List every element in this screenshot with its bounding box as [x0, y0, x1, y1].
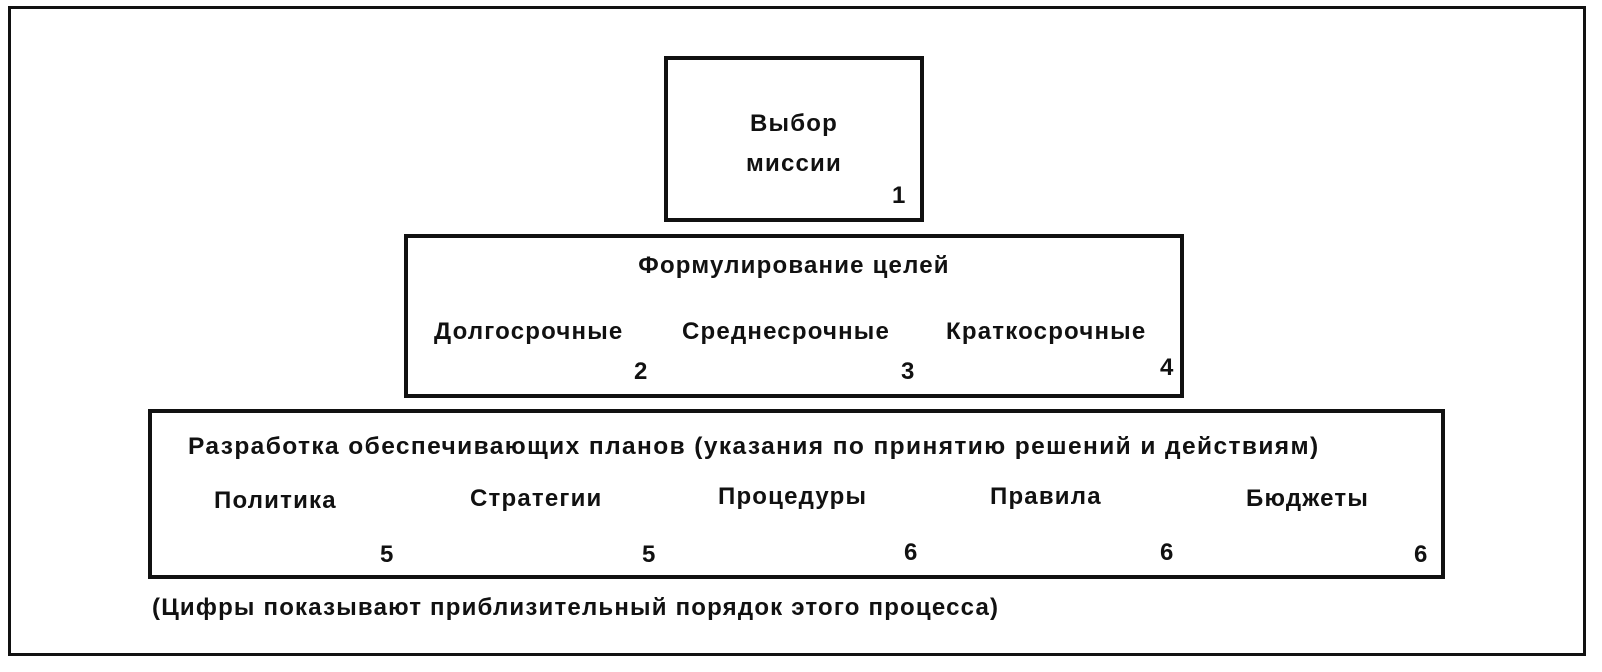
goals-title: Формулирование целей [638, 252, 950, 279]
footnote: (Цифры показывают приблизительный порядо… [152, 594, 1000, 621]
plan-rules-number: 6 [1160, 539, 1174, 566]
plan-budgets-number: 6 [1414, 541, 1428, 568]
plan-strategies-label: Стратегии [470, 485, 603, 512]
goals-box: Формулирование целей Долгосрочные 2 Сред… [404, 234, 1184, 398]
plan-policy-label: Политика [214, 487, 337, 514]
plan-budgets-label: Бюджеты [1246, 485, 1370, 512]
mission-step-number: 1 [892, 182, 906, 209]
plans-box: Разработка обеспечивающих планов (указан… [148, 409, 1445, 579]
mission-title-line2: миссии [746, 150, 842, 177]
goal-mid-term-label: Среднесрочные [682, 318, 891, 345]
plan-policy-number: 5 [380, 541, 394, 568]
goal-short-term-label: Краткосрочные [946, 318, 1147, 345]
plan-rules-label: Правила [990, 483, 1102, 510]
goal-long-term-number: 2 [634, 358, 648, 385]
mission-box: Выбор миссии 1 [664, 56, 924, 222]
mission-title-line1: Выбор [750, 110, 838, 137]
diagram-frame [8, 6, 1586, 656]
goal-short-term-number: 4 [1160, 354, 1174, 381]
plan-strategies-number: 5 [642, 541, 656, 568]
plan-procedures-label: Процедуры [718, 483, 868, 510]
goal-long-term-label: Долгосрочные [434, 318, 624, 345]
plan-procedures-number: 6 [904, 539, 918, 566]
goal-mid-term-number: 3 [901, 358, 915, 385]
plans-title: Разработка обеспечивающих планов (указан… [188, 433, 1320, 460]
